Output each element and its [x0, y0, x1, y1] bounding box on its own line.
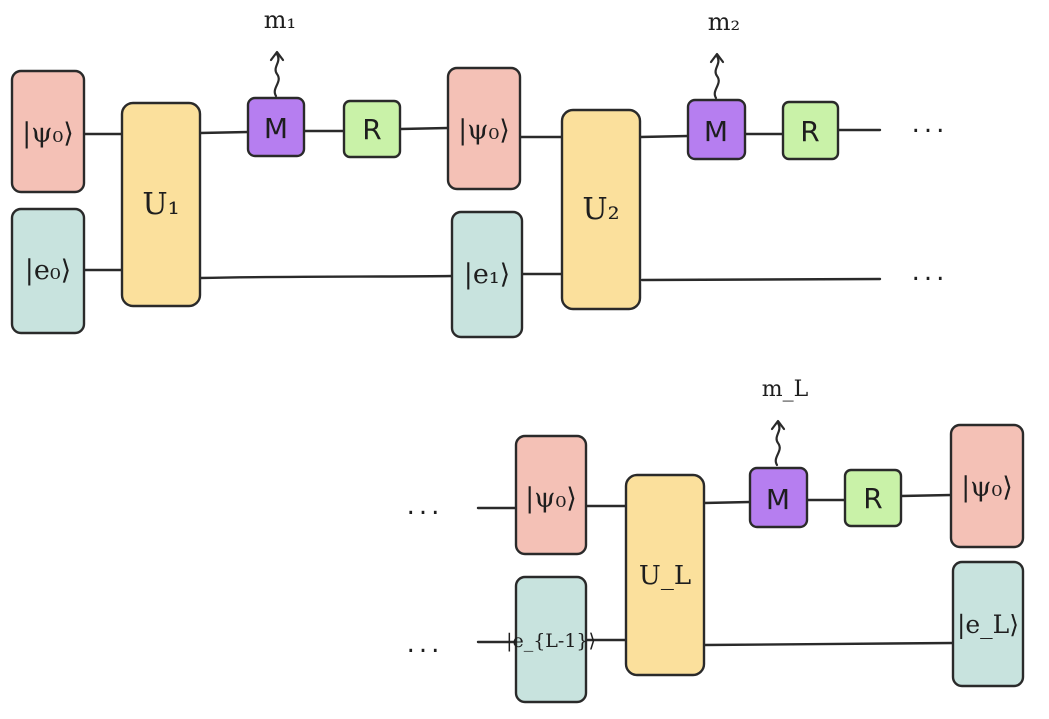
ellipsis-row1-top: ... — [912, 109, 949, 139]
squiggle-mL-arrow — [770, 419, 786, 431]
ellipsis-row2-bottom: ... — [407, 629, 444, 659]
env-state-box-L: |e_{L-1}⟩ — [506, 575, 596, 704]
measure-box-L: M — [748, 466, 809, 529]
unitary-rect-L — [624, 473, 706, 677]
ellipsis-row1-bottom: ... — [912, 257, 949, 287]
wire-rL-to-psi-out — [899, 493, 953, 498]
unitary-rect-2 — [560, 108, 642, 311]
measure-rect-1 — [246, 96, 306, 158]
unitary-box-1: U₁ — [120, 101, 202, 308]
psi-state-rect-2 — [446, 66, 522, 191]
env-state-rect-L — [514, 575, 588, 704]
row1-wires — [82, 50, 882, 282]
squiggle-m2-arrow — [709, 52, 725, 64]
psi-state-box-1: |ψ₀⟩ — [10, 69, 86, 194]
unitary-label-2: U₂ — [582, 192, 619, 227]
wire-u2-bottom-out — [640, 277, 882, 282]
measure-box-1: M — [246, 96, 306, 158]
squiggle-m2 — [713, 54, 720, 100]
reset-rect-1 — [342, 99, 402, 159]
psi-state-label-out: |ψ₀⟩ — [961, 472, 1013, 503]
unitary-label-L: U_L — [639, 561, 691, 591]
env-state-box-2: |e₁⟩ — [450, 210, 524, 339]
measure-label-2: M — [704, 115, 728, 148]
wire-u1-to-m1 — [198, 130, 250, 135]
reset-label-2: R — [800, 115, 819, 148]
measure-label-L: M — [766, 483, 790, 516]
measure-rect-2 — [686, 98, 747, 161]
reset-box-L: R — [843, 468, 903, 528]
wire-uL-to-mL — [702, 500, 752, 505]
reset-label-1: R — [362, 113, 381, 146]
env-state-rect-out — [951, 560, 1025, 688]
row1-boxes: |ψ₀⟩ |e₀⟩ U₁ M m₁ R |ψ₀⟩ |e₁⟩ U₂ — [10, 6, 949, 339]
row2-wires — [476, 419, 955, 647]
outcome-label-L: m_L — [762, 377, 809, 402]
env-state-box-1: |e₀⟩ — [10, 207, 86, 335]
squiggle-m1 — [273, 52, 280, 98]
env-state-rect-1 — [10, 207, 86, 335]
reset-box-2: R — [781, 100, 840, 161]
row2-boxes: ... ... |ψ₀⟩ |e_{L-1}⟩ U_L M m_L R |ψ₀⟩ — [407, 377, 1025, 704]
squiggle-mL — [774, 421, 781, 467]
psi-state-rect-L — [514, 434, 588, 556]
wire-uL-bottom-to-eL — [702, 641, 955, 647]
squiggle-m1-arrow — [269, 50, 285, 62]
psi-state-box-2: |ψ₀⟩ — [446, 66, 522, 191]
env-state-box-out: |e_L⟩ — [951, 560, 1025, 688]
psi-state-label-L: |ψ₀⟩ — [525, 483, 577, 514]
measure-box-2: M — [686, 98, 747, 161]
unitary-box-L: U_L — [624, 473, 706, 677]
reset-rect-2 — [781, 100, 840, 161]
env-state-label-L: |e_{L-1}⟩ — [506, 630, 596, 652]
unitary-rect-1 — [120, 101, 202, 308]
psi-state-rect-1 — [10, 69, 86, 194]
psi-state-label-2: |ψ₀⟩ — [458, 115, 510, 146]
outcome-label-2: m₂ — [708, 8, 740, 36]
unitary-label-1: U₁ — [142, 187, 179, 222]
wire-u1-bottom-long — [198, 274, 454, 280]
measure-rect-L — [748, 466, 809, 529]
unitary-box-2: U₂ — [560, 108, 642, 311]
psi-state-box-out: |ψ₀⟩ — [949, 423, 1025, 549]
env-state-label-2: |e₁⟩ — [464, 259, 510, 290]
reset-rect-L — [843, 468, 903, 528]
psi-state-box-L: |ψ₀⟩ — [514, 434, 588, 556]
psi-state-label-1: |ψ₀⟩ — [22, 118, 74, 149]
wire-r1-to-psi — [398, 126, 450, 131]
reset-box-1: R — [342, 99, 402, 159]
reset-label-L: R — [863, 482, 882, 515]
env-state-label-1: |e₀⟩ — [25, 255, 71, 286]
env-state-rect-2 — [450, 210, 524, 339]
outcome-label-1: m₁ — [264, 6, 296, 34]
env-state-label-out: |e_L⟩ — [957, 610, 1019, 640]
psi-state-rect-out — [949, 423, 1025, 549]
measure-label-1: M — [264, 112, 288, 145]
ellipsis-row2-top: ... — [407, 491, 444, 521]
wire-u2-to-m2 — [638, 134, 690, 139]
